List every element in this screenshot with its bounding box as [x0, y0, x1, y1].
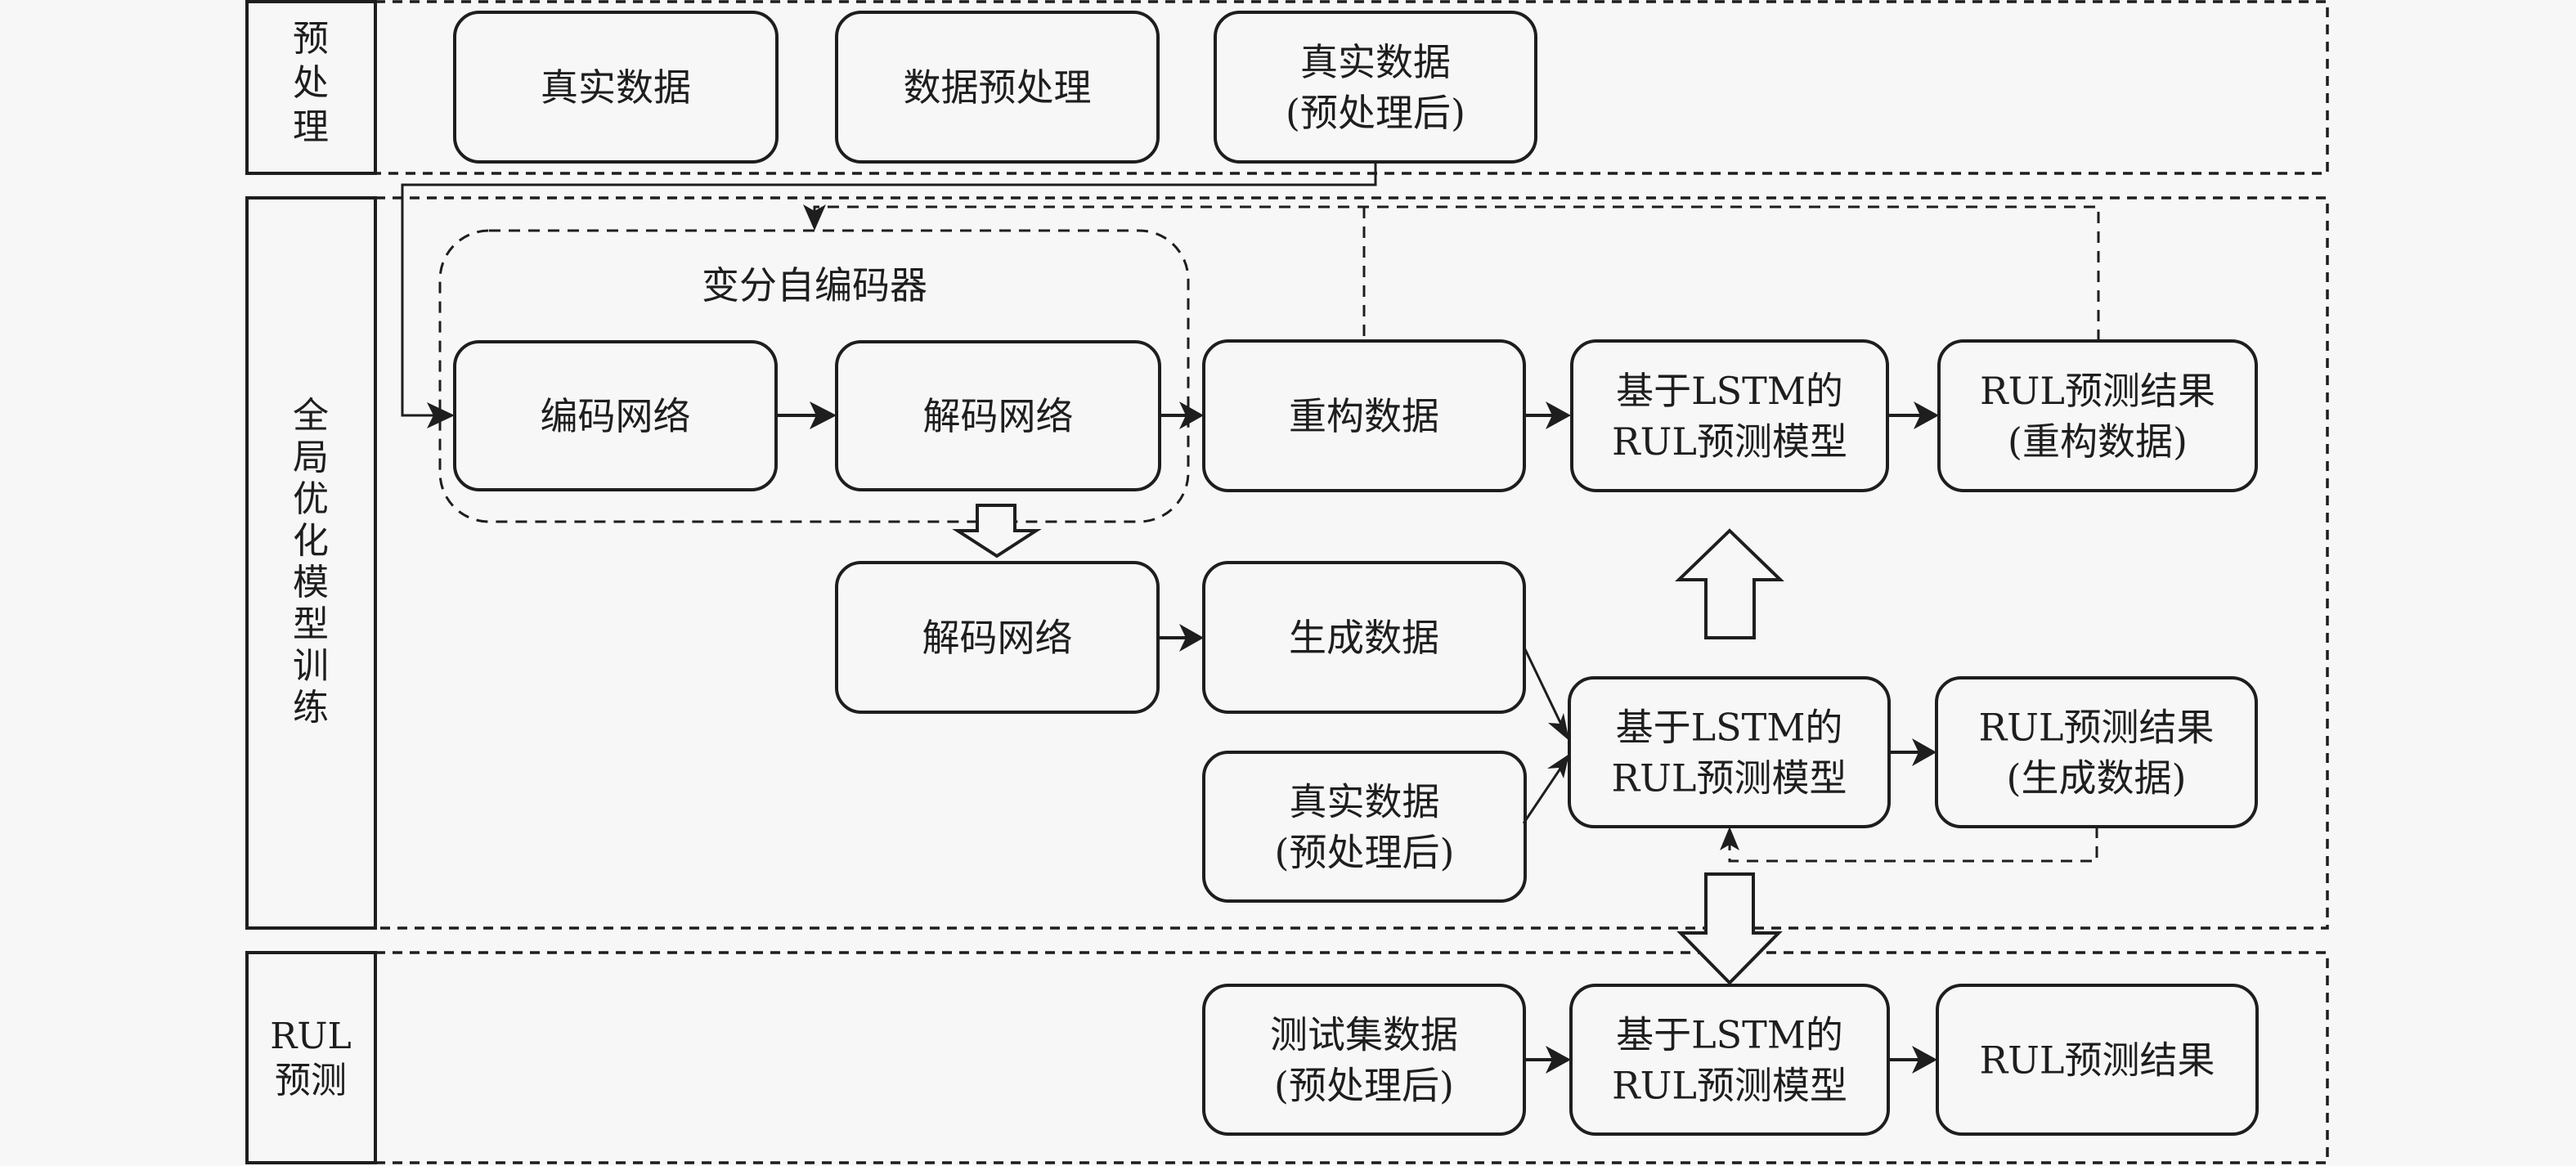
- node-label: 编码网络: [541, 394, 691, 438]
- arrowhead: [1179, 401, 1204, 429]
- arrowhead: [1912, 738, 1936, 766]
- node-label: RUL预测模型: [1612, 1064, 1847, 1108]
- node-lstm-test: 基于LSTM的 RUL预测模型: [1569, 984, 1890, 1136]
- arrow-real-to-lstm: [1522, 763, 1565, 824]
- arrowhead-vae-in: [803, 204, 826, 231]
- node-result-gen: RUL预测结果 (生成数据): [1935, 676, 2258, 828]
- feedback-line-top: [813, 205, 2100, 341]
- node-label: RUL预测结果: [1979, 706, 2215, 750]
- node-test-data: 测试集数据 (预处理后): [1202, 984, 1526, 1136]
- node-label: 解码网络: [922, 616, 1073, 660]
- arrowhead-encoder-in: [427, 402, 455, 428]
- node-box: [835, 11, 1160, 164]
- node-decoder: 解码网络: [835, 340, 1161, 491]
- node-box: [1202, 984, 1526, 1136]
- node-box: [1935, 676, 2258, 828]
- node-label: 真实数据: [541, 65, 691, 110]
- node-box: [1202, 751, 1527, 903]
- hollow-arrow-down-decoder: [952, 504, 1042, 558]
- section-label-training: 全局优化模型训练: [245, 196, 377, 930]
- section-label-preprocess: 预处理: [245, 0, 377, 175]
- vae-container: [438, 229, 1190, 523]
- arrowhead: [1720, 827, 1739, 850]
- node-label: 数据预处理: [904, 65, 1092, 110]
- node-real-data-pre-mid: 真实数据 (预处理后): [1202, 751, 1527, 903]
- node-gen-data: 生成数据: [1202, 561, 1526, 714]
- arrowhead: [810, 401, 837, 429]
- node-encoder: 编码网络: [453, 340, 778, 491]
- node-label: 基于LSTM的: [1616, 706, 1843, 750]
- node-label: (重构数据): [2008, 419, 2188, 464]
- node-label: 测试集数据: [1270, 1013, 1458, 1057]
- node-label: 基于LSTM的: [1616, 369, 1843, 413]
- arrowhead: [1548, 713, 1569, 741]
- node-label: 基于LSTM的: [1616, 1013, 1843, 1057]
- node-box: [1570, 339, 1889, 492]
- vae-label: 变分自编码器: [702, 263, 927, 307]
- node-result-test: RUL预测结果: [1936, 984, 2259, 1136]
- node-box: [1569, 984, 1890, 1136]
- node-result-recon: RUL预测结果 (重构数据): [1937, 339, 2258, 492]
- node-lstm-recon: 基于LSTM的 RUL预测模型: [1570, 339, 1889, 492]
- arrowhead: [1179, 624, 1204, 652]
- node-label: 真实数据: [1290, 780, 1440, 824]
- node-label: 解码网络: [923, 394, 1074, 438]
- node-box: [453, 11, 779, 164]
- node-label: RUL预测模型: [1612, 419, 1847, 464]
- connector-pre-to-encoder: [401, 162, 1377, 417]
- section-label-text: 全局优化模型训练: [293, 395, 329, 729]
- node-label: (预处理后): [1274, 1064, 1454, 1108]
- node-box: [1568, 676, 1891, 828]
- arrow-gen-to-lstm: [1522, 645, 1565, 730]
- node-label: (预处理后): [1275, 831, 1455, 875]
- node-recon-data: 重构数据: [1202, 339, 1526, 492]
- arrowhead: [1912, 1046, 1937, 1074]
- node-real-data: 真实数据: [453, 11, 779, 164]
- hollow-arrow-up-lstm: [1675, 528, 1784, 639]
- node-label: RUL预测结果: [1980, 1038, 2215, 1083]
- node-data-preprocess: 数据预处理: [835, 11, 1160, 164]
- node-label: RUL预测模型: [1612, 756, 1847, 801]
- node-label: RUL预测结果: [1980, 369, 2215, 413]
- feedback-line-gen: [1728, 827, 2098, 863]
- section-label-text: 预处理: [293, 18, 329, 148]
- node-real-data-pre-top: 真实数据 (预处理后): [1214, 11, 1537, 164]
- arrowhead: [1546, 401, 1571, 429]
- node-decoder-gen: 解码网络: [835, 561, 1160, 714]
- node-box: [1202, 561, 1526, 714]
- arrowhead: [1546, 1046, 1571, 1074]
- node-lstm-gen: 基于LSTM的 RUL预测模型: [1568, 676, 1891, 828]
- arrowhead: [1547, 754, 1569, 778]
- hollow-arrow-down-test: [1676, 872, 1783, 985]
- node-label: (生成数据): [2007, 756, 2187, 801]
- node-label: 重构数据: [1289, 394, 1439, 438]
- node-label: 真实数据: [1300, 40, 1451, 84]
- node-label: 生成数据: [1289, 616, 1439, 660]
- node-box: [1214, 11, 1537, 164]
- node-label: (预处理后): [1286, 91, 1465, 135]
- node-box: [1937, 339, 2258, 492]
- arrowhead: [1914, 401, 1939, 429]
